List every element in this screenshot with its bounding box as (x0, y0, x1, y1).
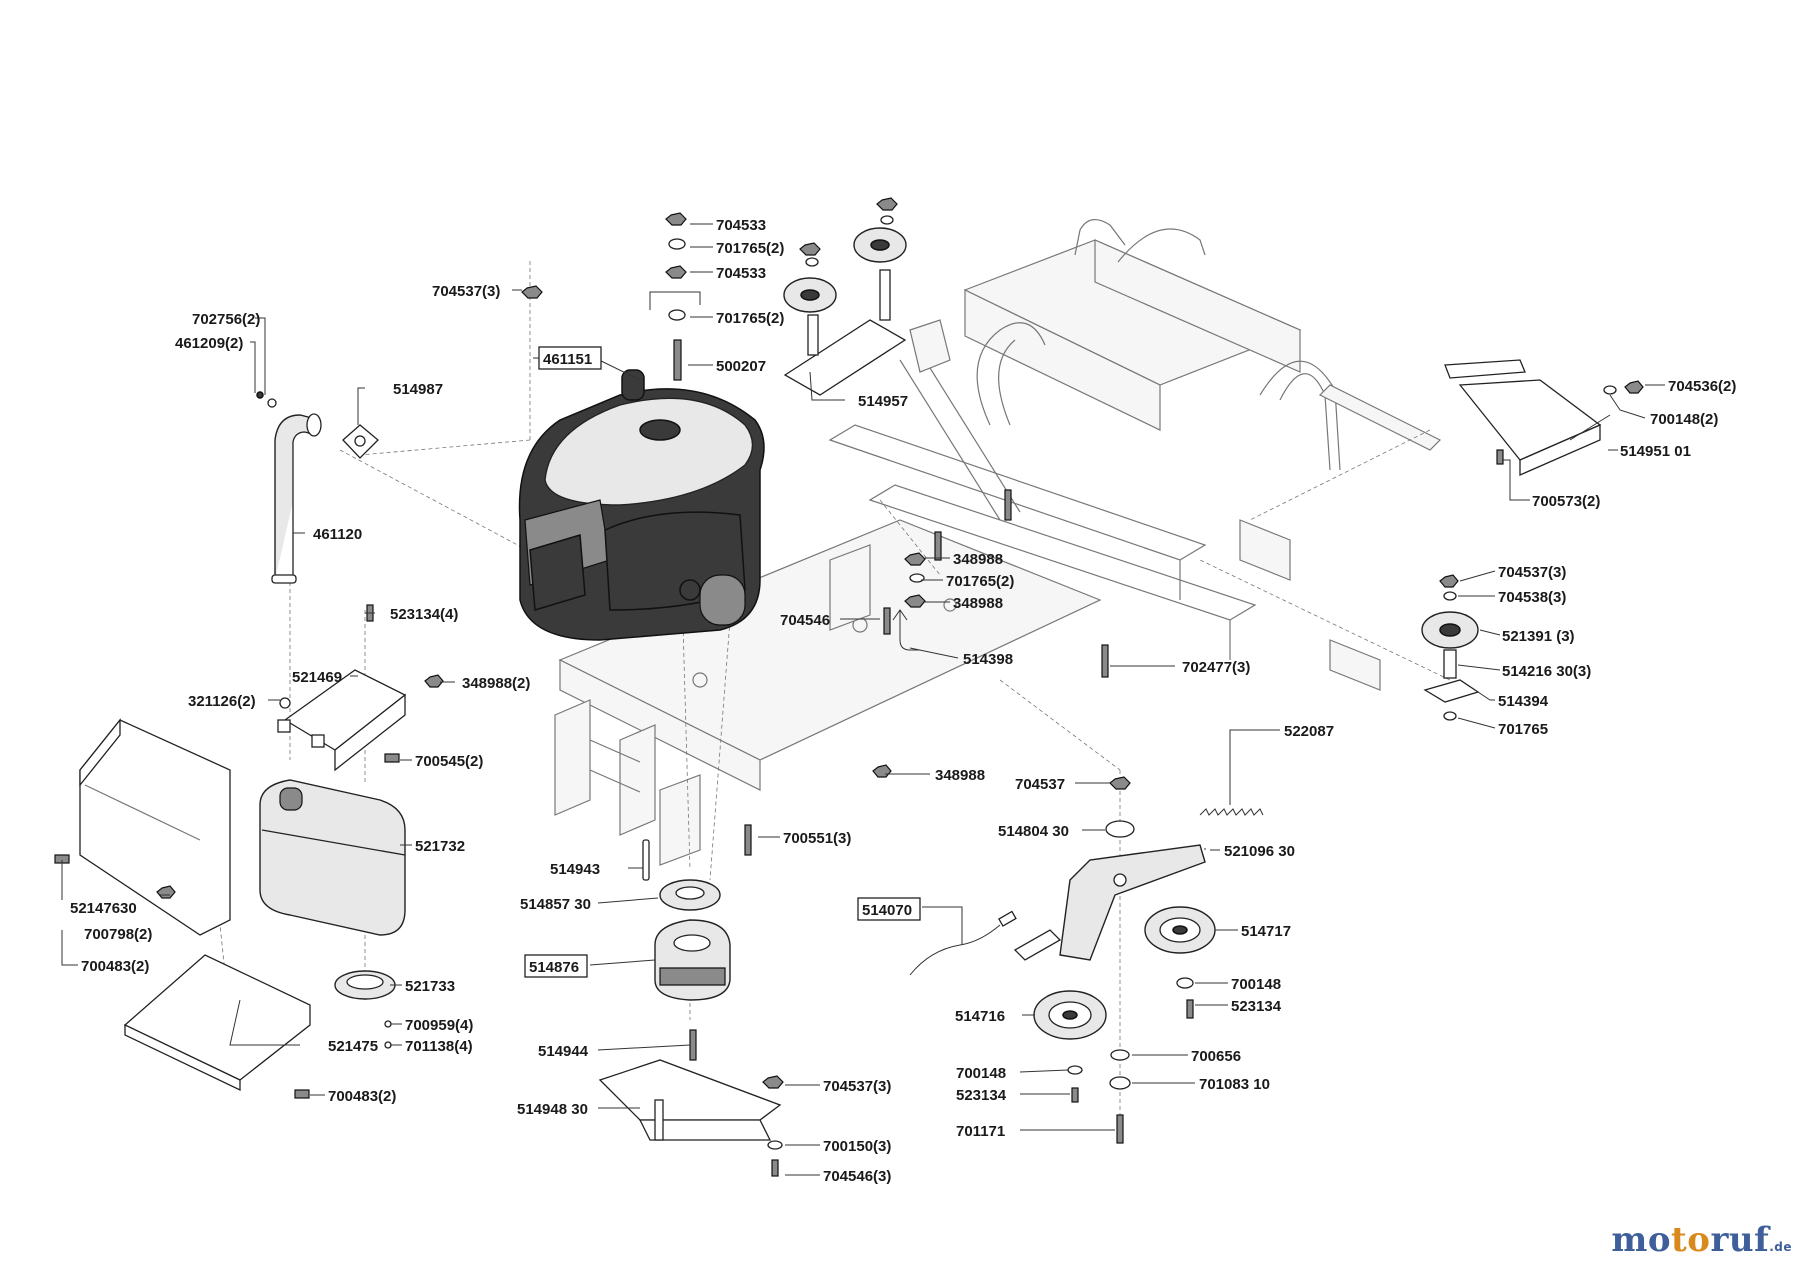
label-514070: 514070 (862, 902, 912, 919)
label-704537-3-c: 704537(3) (823, 1078, 891, 1095)
label-700148: 700148 (1231, 976, 1281, 993)
label-514987: 514987 (393, 381, 443, 398)
label-704546-3: 704546(3) (823, 1168, 891, 1185)
label-521469: 521469 (292, 669, 342, 686)
muffler-521732 (259, 779, 406, 936)
muffler-clamp-521733 (334, 970, 396, 1000)
label-box-514070 (857, 897, 921, 921)
label-348988-c: 348988 (935, 767, 985, 784)
label-521391-3: 521391 (3) (1502, 628, 1575, 645)
label-704537-3: 704537(3) (432, 283, 500, 300)
label-522087: 522087 (1284, 723, 1334, 740)
label-704533: 704533 (716, 217, 766, 234)
label-700483-2: 700483(2) (81, 958, 149, 975)
hardware-fasteners (54, 197, 1644, 1177)
label-702756-2: 702756(2) (192, 311, 260, 328)
watermark-suffix: .de (1769, 1240, 1792, 1254)
clutch-bracket-514948 (598, 1059, 782, 1141)
label-348988-a: 348988 (953, 551, 1003, 568)
label-514876: 514876 (529, 959, 579, 976)
label-box-514876 (524, 954, 588, 978)
pto-clutch-514876 (654, 919, 731, 1001)
label-700959-4: 700959(4) (405, 1017, 473, 1034)
label-461151: 461151 (543, 351, 592, 368)
label-514943: 514943 (550, 861, 600, 878)
label-514944: 514944 (538, 1043, 589, 1060)
spring-522087 (1199, 808, 1264, 816)
label-514398: 514398 (963, 651, 1013, 668)
label-704537-3-b: 704537(3) (1498, 564, 1566, 581)
label-521733: 521733 (405, 978, 455, 995)
label-514857-30: 514857 30 (520, 896, 591, 913)
label-348988-b: 348988 (953, 595, 1003, 612)
rear-bracket-514951 (1444, 359, 1611, 476)
engine-pulley-514857 (659, 879, 721, 911)
label-348988-2: 348988(2) (462, 675, 530, 692)
label-461209-2: 461209(2) (175, 335, 243, 352)
label-700551-3: 700551(3) (783, 830, 851, 847)
label-514716: 514716 (955, 1008, 1005, 1025)
cable-514070 (909, 910, 1017, 976)
idler-arm-521096 (1013, 844, 1206, 961)
label-514948-30: 514948 30 (517, 1101, 588, 1118)
label-521732: 521732 (415, 838, 465, 855)
label-704546: 704546 (780, 612, 830, 629)
label-514394: 514394 (1498, 693, 1549, 710)
label-514216-30-3: 514216 30(3) (1502, 663, 1591, 680)
watermark-part3: ruf (1710, 1220, 1770, 1260)
label-701171: 701171 (956, 1123, 1005, 1140)
engine-461151 (518, 369, 765, 641)
label-514951-01: 514951 01 (1620, 443, 1691, 460)
muffler-bracket-521469 (277, 669, 407, 772)
bottom-shield-521475 (123, 954, 311, 1092)
tractor-frame (554, 219, 1442, 866)
label-521475: 521475 (328, 1038, 378, 1055)
label-704533-b: 704533 (716, 265, 766, 282)
label-701765-2-c: 701765(2) (946, 573, 1014, 590)
watermark-part1: mo (1611, 1220, 1672, 1260)
label-701765-2-b: 701765(2) (716, 310, 784, 327)
pulley-514717 (1144, 906, 1216, 954)
label-704537: 704537 (1015, 776, 1065, 793)
label-514804-30: 514804 30 (998, 823, 1069, 840)
label-701138-4: 701138(4) (405, 1038, 473, 1055)
label-700148-2: 700148(2) (1650, 411, 1718, 428)
belt-guide-514398 (892, 609, 920, 651)
watermark-part2: to (1671, 1220, 1711, 1260)
label-523134-4: 523134(4) (390, 606, 458, 623)
exhaust-pipe-461120 (256, 391, 379, 584)
label-514957: 514957 (858, 393, 908, 410)
label-704536-2: 704536(2) (1668, 378, 1736, 395)
label-700483-2-b: 700483(2) (328, 1088, 396, 1105)
label-321126-2: 321126(2) (188, 693, 256, 710)
label-521096-30: 521096 30 (1224, 843, 1295, 860)
label-700656: 700656 (1191, 1048, 1241, 1065)
part-labels: 704533 701765(2) 704533 701765(2) 500207… (70, 217, 1736, 1185)
label-514717: 514717 (1241, 923, 1291, 940)
label-701083-10: 701083 10 (1199, 1076, 1270, 1093)
label-500207: 500207 (716, 358, 766, 375)
watermark-logo: motoruf.de (1611, 1220, 1792, 1260)
leader-lines (61, 223, 1665, 1176)
label-700798-2: 700798(2) (84, 926, 152, 943)
label-523134-b: 523134 (956, 1087, 1007, 1104)
pulley-514716 (1033, 990, 1107, 1040)
label-700150-3: 700150(3) (823, 1138, 891, 1155)
label-52147630: 52147630 (70, 900, 137, 917)
label-700148-b: 700148 (956, 1065, 1006, 1082)
idler-pulley-bracket-514957 (783, 227, 907, 396)
label-700545-2: 700545(2) (415, 753, 483, 770)
label-701765-2: 701765(2) (716, 240, 784, 257)
label-461120: 461120 (313, 526, 362, 543)
label-box-461151 (538, 346, 602, 370)
right-idler-pulley-521391 (1421, 611, 1480, 703)
label-701765: 701765 (1498, 721, 1548, 738)
label-523134: 523134 (1231, 998, 1282, 1015)
label-700573-2: 700573(2) (1532, 493, 1600, 510)
label-702477-3: 702477(3) (1182, 659, 1250, 676)
pin-514943 (642, 839, 650, 881)
label-704538-3: 704538(3) (1498, 589, 1566, 606)
heat-shield-52147630 (79, 718, 231, 936)
